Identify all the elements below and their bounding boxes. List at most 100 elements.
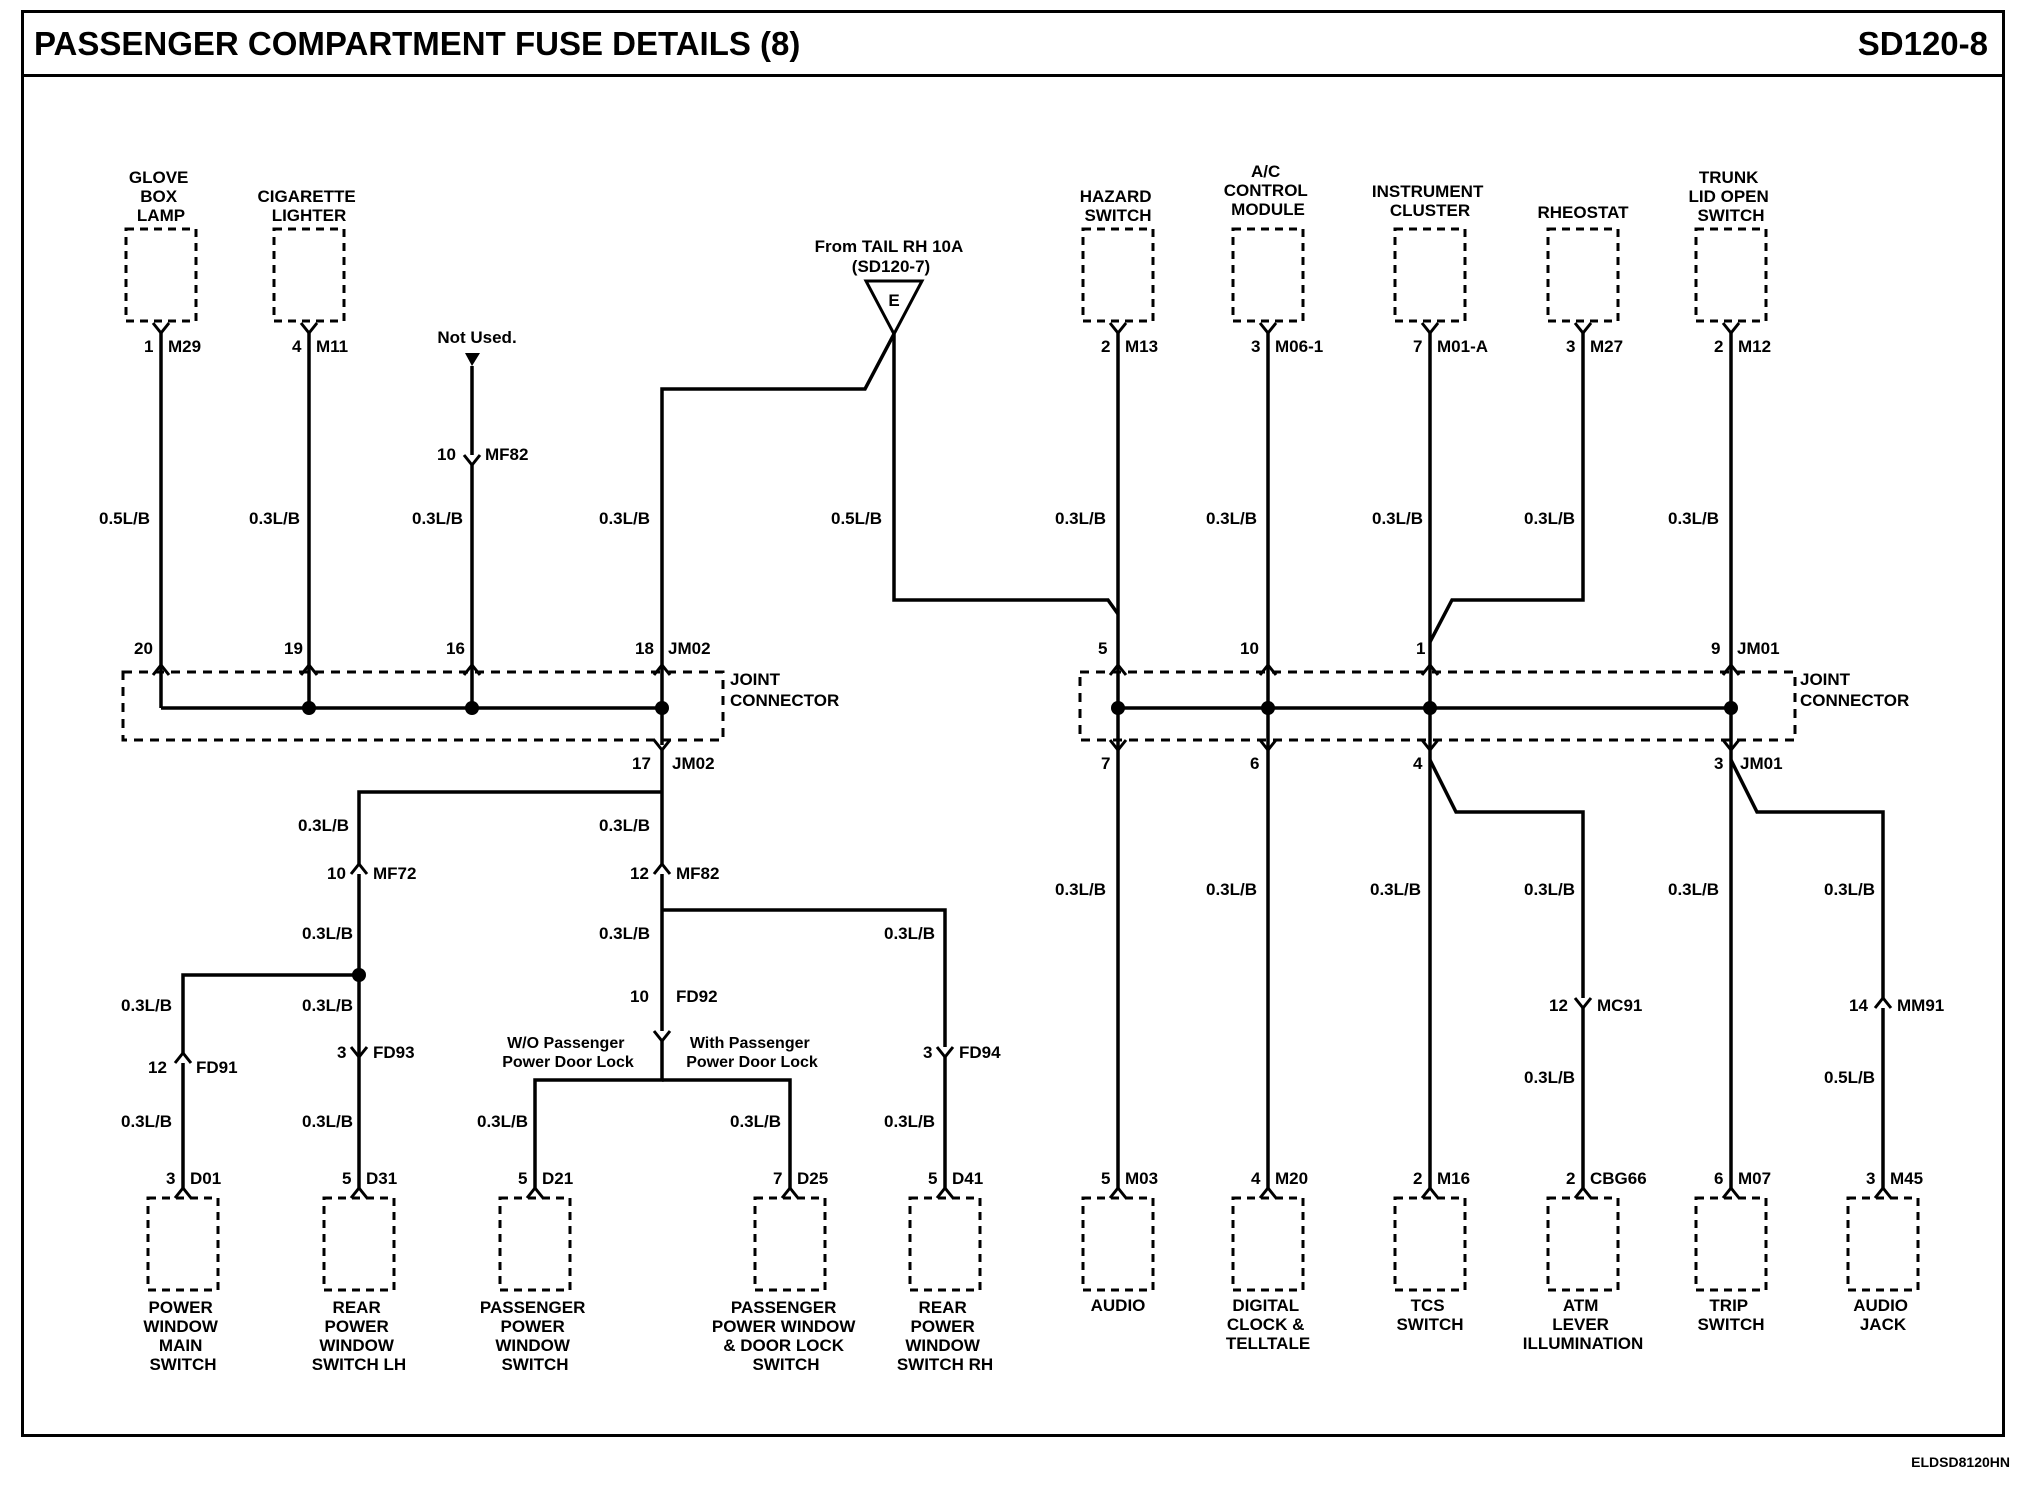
hazard-wire-label: 0.3L/B — [1055, 509, 1106, 528]
fd94-conn: FD94 — [959, 1043, 1001, 1062]
ac-conn: M06-1 — [1275, 337, 1323, 356]
wl-d21: 0.3L/B — [477, 1112, 528, 1131]
ac-control-module-label: A/C CONTROL MODULE — [1224, 162, 1312, 219]
rear-power-window-switch-lh-box — [322, 1196, 396, 1292]
wl-d41: 0.3L/B — [884, 1112, 935, 1131]
m07-conn: M07 — [1738, 1169, 1771, 1188]
wl-fd93-upper: 0.3L/B — [302, 996, 353, 1015]
fd91-pin: 12 — [148, 1058, 167, 1077]
jm02-in-wire-label: 0.3L/B — [599, 509, 650, 528]
wl-m20: 0.3L/B — [1206, 880, 1257, 899]
left-lower-wires — [181, 750, 947, 1188]
left-joint-node-3 — [655, 701, 669, 715]
d31-conn: D31 — [366, 1169, 397, 1188]
wl-m16: 0.3L/B — [1370, 880, 1421, 899]
left-joint-connector — [121, 670, 725, 742]
mf72-conn: MF72 — [373, 864, 416, 883]
hazard-switch-box — [1081, 227, 1155, 323]
d01-conn: D01 — [190, 1169, 221, 1188]
cigarette-lighter-label: CIGARETTE LIGHTER — [258, 187, 361, 225]
rheostat-conn: M27 — [1590, 337, 1623, 356]
right-lower-wires — [1116, 750, 1885, 1188]
not-used-label: Not Used. — [437, 328, 516, 347]
power-window-main-switch-label: POWER WINDOW MAIN SWITCH — [143, 1298, 222, 1374]
passenger-power-window-door-lock-switch-label: PASSENGER POWER WINDOW & DOOR LOCK SWITC… — [712, 1298, 860, 1374]
right-joint-node-4 — [1724, 701, 1738, 715]
trunk-lid-open-switch-label: TRUNK LID OPEN SWITCH — [1688, 168, 1773, 225]
wl-fd94-upper: 0.3L/B — [884, 924, 935, 943]
d41-conn: D41 — [952, 1169, 983, 1188]
mc91-conn: MC91 — [1597, 996, 1642, 1015]
wl-mc91-upper: 0.3L/B — [1524, 880, 1575, 899]
m45-conn: M45 — [1890, 1169, 1923, 1188]
m45-pin: 3 — [1866, 1169, 1875, 1188]
left-joint-pin-18: 18 — [635, 639, 654, 658]
tcs-switch-box — [1393, 1196, 1467, 1292]
hazard-pin: 2 — [1101, 337, 1110, 356]
ac-pin: 3 — [1251, 337, 1260, 356]
trunk-pin: 2 — [1714, 337, 1723, 356]
left-joint-pin-17: 17 — [632, 754, 651, 773]
mf82-top-pin: 10 — [437, 445, 456, 464]
wl-m03: 0.3L/B — [1055, 880, 1106, 899]
glove-conn: M29 — [168, 337, 201, 356]
mc91-pin: 12 — [1549, 996, 1568, 1015]
tcs-switch-label: TCS SWITCH — [1396, 1296, 1463, 1334]
audio-box — [1081, 1196, 1155, 1292]
trunk-conn: M12 — [1738, 337, 1771, 356]
source-wire-label: 0.5L/B — [831, 509, 882, 528]
left-lower-inline-marks — [173, 861, 955, 1064]
left-joint-conn-bottom: JM02 — [672, 754, 715, 773]
right-joint-conn-top: JM01 — [1737, 639, 1780, 658]
cig-wire-label: 0.3L/B — [249, 509, 300, 528]
cbg66-pin: 2 — [1566, 1169, 1575, 1188]
right-joint-label: JOINT CONNECTOR — [1800, 670, 1909, 710]
mf82-pin: 12 — [630, 864, 649, 883]
d21-conn: D21 — [542, 1169, 573, 1188]
wl-m45: 0.5L/B — [1824, 1068, 1875, 1087]
m07-pin: 6 — [1714, 1169, 1723, 1188]
wl-d31: 0.3L/B — [302, 1112, 353, 1131]
source-terminal-letter: E — [888, 291, 899, 310]
rheostat-box — [1546, 227, 1620, 323]
mm91-mark — [1873, 995, 1893, 1009]
glove-box-lamp-box — [124, 227, 198, 323]
page-title: PASSENGER COMPARTMENT FUSE DETAILS (8) — [34, 25, 801, 62]
left-joint-pin-20: 20 — [134, 639, 153, 658]
wl-mf82-upper: 0.3L/B — [599, 816, 650, 835]
left-joint-conn-top: JM02 — [668, 639, 711, 658]
mf82-top-conn: MF82 — [485, 445, 528, 464]
instrument-cluster-box — [1393, 227, 1467, 323]
wl-d25: 0.3L/B — [730, 1112, 781, 1131]
glove-wire-label: 0.5L/B — [99, 509, 150, 528]
digital-clock-telltale-label: DIGITAL CLOCK & TELLTALE — [1226, 1296, 1310, 1353]
d21-pin: 5 — [518, 1169, 527, 1188]
mm91-conn: MM91 — [1897, 996, 1944, 1015]
d01-pin: 3 — [166, 1169, 175, 1188]
wl-mm91-upper: 0.3L/B — [1824, 880, 1875, 899]
left-joint-pin-19: 19 — [284, 639, 303, 658]
left-joint-bus — [159, 665, 664, 745]
hazard-switch-label: HAZARD SWITCH — [1080, 187, 1157, 225]
fd92-pin: 10 — [630, 987, 649, 1006]
cluster-pin: 7 — [1413, 337, 1422, 356]
d31-pin: 5 — [342, 1169, 351, 1188]
left-joint-label: JOINT CONNECTOR — [730, 670, 839, 710]
atm-lever-illumination-label: ATM LEVER ILLUMINATION — [1523, 1296, 1644, 1353]
right-upper-wires — [1116, 333, 1733, 665]
mf82-top-mark — [462, 454, 482, 468]
m16-conn: M16 — [1437, 1169, 1470, 1188]
right-joint-pin-10: 10 — [1240, 639, 1259, 658]
source-terminal-triangle — [863, 279, 925, 338]
fd92-conn: FD92 — [676, 987, 718, 1006]
rheostat-pin: 3 — [1566, 337, 1575, 356]
title-bar: PASSENGER COMPARTMENT FUSE DETAILS (8) S… — [24, 13, 2002, 77]
m20-pin: 4 — [1251, 1169, 1261, 1188]
passenger-power-window-switch-label: PASSENGER POWER WINDOW SWITCH — [480, 1298, 590, 1374]
trunk-wire-label: 0.3L/B — [1668, 509, 1719, 528]
left-joint-pin-16: 16 — [446, 639, 465, 658]
cig-pin: 4 — [292, 337, 302, 356]
atm-lever-illumination-box — [1546, 1196, 1620, 1292]
right-joint-pin-1: 1 — [1416, 639, 1425, 658]
